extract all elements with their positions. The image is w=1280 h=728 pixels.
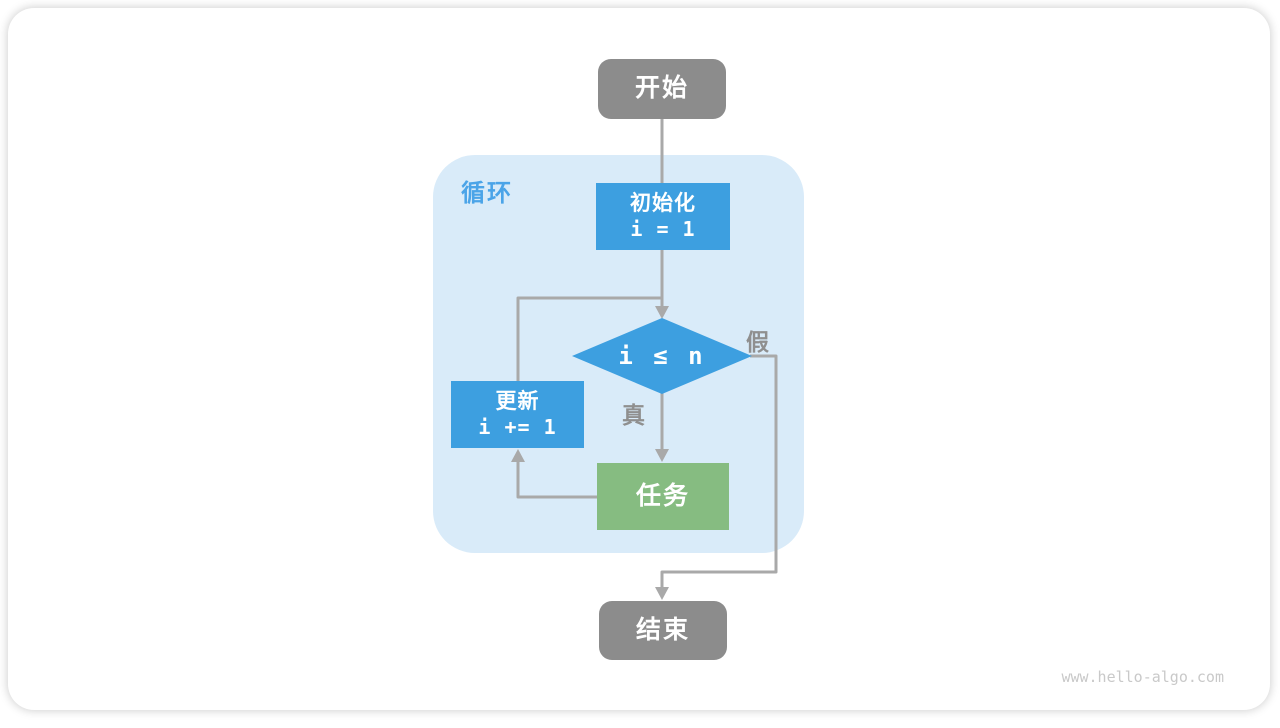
edge-label-false: 假 xyxy=(746,329,769,355)
arrowhead-into-update xyxy=(511,449,525,462)
node-condition-label: i ≤ n xyxy=(618,342,706,370)
node-update-code: i += 1 xyxy=(478,415,557,440)
node-initialize-code: i = 1 xyxy=(630,217,696,242)
loop-flowchart: 循环 xyxy=(8,8,1280,728)
node-task-label: 任务 xyxy=(635,481,690,510)
arrowhead-into-task xyxy=(655,449,669,462)
condition-diamond-shape xyxy=(572,318,752,394)
flowchart-connectors xyxy=(511,118,778,600)
arrowhead-into-condition xyxy=(655,306,669,319)
node-start-label: 开始 xyxy=(634,74,689,103)
watermark-text: www.hello-algo.com xyxy=(1061,668,1224,686)
node-update: 更新 i += 1 xyxy=(451,381,584,448)
node-end: 结束 xyxy=(599,601,727,660)
node-update-label: 更新 xyxy=(495,389,540,413)
canvas-card: 循环 xyxy=(8,8,1270,710)
edge-condition-to-end xyxy=(660,354,778,588)
arrowhead-into-end xyxy=(655,587,669,600)
node-condition: i ≤ n xyxy=(572,318,752,394)
node-initialize: 初始化 i = 1 xyxy=(596,183,730,250)
edge-update-loopback xyxy=(516,296,662,382)
edge-label-true: 真 xyxy=(622,402,645,428)
edge-task-to-update xyxy=(516,461,598,499)
node-initialize-label: 初始化 xyxy=(630,191,696,215)
node-end-label: 结束 xyxy=(635,615,690,644)
node-task: 任务 xyxy=(597,463,729,530)
node-start: 开始 xyxy=(598,59,726,119)
loop-group-label: 循环 xyxy=(461,180,513,207)
